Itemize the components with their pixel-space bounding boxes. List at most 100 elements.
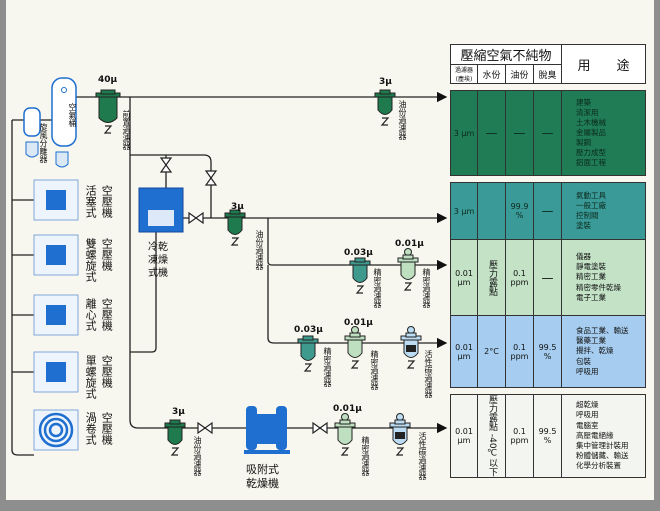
compressor-label: 活塞式空壓機 <box>84 185 113 218</box>
oil-filter-rating: 3μ <box>231 202 244 212</box>
use-item: 建築 <box>576 97 591 107</box>
compressor-type: 單螺旋式 <box>84 355 98 399</box>
precision-filter-label: 精密過濾器 <box>370 350 379 390</box>
use-item: 呼吸用 <box>576 366 599 376</box>
cell-odor: — <box>533 182 562 240</box>
cell-odor: — <box>533 90 562 176</box>
use-item: 集中管理計裝用 <box>576 440 629 450</box>
valve-icon <box>188 211 204 225</box>
oil-filter-drain-icon <box>380 117 390 126</box>
piping-diagram <box>11 77 448 456</box>
compressor-label: 離心式空壓機 <box>84 298 113 331</box>
oil-filter-bowl <box>167 426 183 445</box>
oil-filter-cap <box>169 419 181 425</box>
adsorption-control-icon <box>257 414 276 444</box>
valve-icon <box>159 157 173 173</box>
use-item: 攪拌、乾燥 <box>576 346 614 356</box>
valve-icon <box>204 170 218 186</box>
cell-water: 壓力露點 -40℃以下 <box>477 394 506 478</box>
row-gap <box>451 84 646 91</box>
compressor-label: 雙螺旋式空壓機 <box>84 238 114 282</box>
use-item: 精密零件乾燥 <box>576 282 621 292</box>
impurity-header: 壓縮空氣不純物 <box>450 44 562 65</box>
line-001-carbon <box>267 265 448 349</box>
cell-dust: 0.01 μm <box>450 394 478 478</box>
precision-filter-knob <box>341 413 349 421</box>
cell-odor: — <box>533 239 562 316</box>
pre-filter-label: 前置過濾器 <box>122 110 131 150</box>
cell-water: 2°C <box>477 315 506 388</box>
compressor-label: 渦卷式空壓機 <box>84 412 114 445</box>
oil-filter-bowl <box>377 96 393 115</box>
use-item: 食品工業、輸送 <box>576 326 629 336</box>
use-item: 粉體儲藏、輸送 <box>576 450 629 460</box>
cell-oil: 99.9 % <box>505 182 534 240</box>
cell-oil: 0.1 ppm <box>505 239 534 316</box>
compressor-suffix: 空壓機 <box>100 238 114 271</box>
scroll-icon <box>48 422 64 438</box>
cell-dust: 0.01 μm <box>450 315 478 388</box>
pre-filter-rating: 40μ <box>98 75 118 85</box>
table-header-row: 壓縮空氣不純物 用 途 <box>450 44 646 84</box>
row-gap <box>451 176 646 183</box>
carbon-filter-drain-icon <box>395 447 405 456</box>
filter-rating: 0.01μ <box>344 318 373 328</box>
cell-oil: — <box>505 90 534 176</box>
use-item: 精密工業 <box>576 272 606 282</box>
cell-dust: 0.01 μm <box>450 239 478 316</box>
use-item: 超乾燥 <box>576 400 599 410</box>
refrig-dryer-line: 凍燥 <box>148 255 168 266</box>
compressor-type: 渦卷式 <box>84 412 98 445</box>
cell-oil: 0.1 ppm <box>505 394 534 478</box>
col-water: 水份 <box>477 64 506 84</box>
carbon-filter-knob <box>396 413 404 421</box>
compressor-type: 離心式 <box>84 298 98 331</box>
precision-filter-knob <box>404 248 412 256</box>
compressor-suffix: 空壓機 <box>100 355 114 388</box>
use-item: 高壓電絕緣 <box>576 430 614 440</box>
pipes <box>11 91 448 456</box>
compressor-icon <box>46 305 66 325</box>
use-item: 土木機械 <box>576 117 606 127</box>
cell-uses: 儀器靜電塗裝精密工業精密零件乾燥電子工業 <box>561 239 646 316</box>
precision-filter-cap <box>302 335 314 341</box>
compressor-suffix: 空壓機 <box>100 412 114 445</box>
dryer-drain-line <box>130 230 157 353</box>
compressor-type: 活塞式 <box>84 185 98 218</box>
filter-rating: 0.01μ <box>333 404 362 414</box>
precision-filter-label: 精密過濾器 <box>373 268 382 308</box>
precision-filter-cap <box>354 257 366 263</box>
pre-filter-drain-icon <box>103 125 113 134</box>
adsorption-dryer-line: 吸附式 <box>246 463 279 476</box>
precision-filter-bowl <box>352 264 368 283</box>
oil-filter-drain-icon <box>230 237 240 246</box>
use-item: 鋁面工程 <box>576 158 606 168</box>
cell-water: 壓力露點 <box>477 239 506 316</box>
precision-filter-drain-icon <box>350 360 360 369</box>
valve-icon <box>312 421 328 435</box>
refrig-dryer-line: 冷乾 <box>148 242 168 253</box>
refrig-dryer-label: 冷乾 凍燥 式機 <box>148 241 168 280</box>
use-item: 儀器 <box>576 252 591 262</box>
carbon-filter-cap <box>405 332 417 338</box>
compressor-bus <box>11 120 34 456</box>
adsorption-line <box>129 97 448 434</box>
filter-rating: 0.03μ <box>344 248 373 258</box>
use-item: 包裝 <box>576 356 591 366</box>
cell-uses: 建築清潔用土木機械金屬製品製鋼壓力成型鋁面工程 <box>561 90 646 176</box>
precision-filter-bowl <box>347 339 363 358</box>
pre-filter-bowl <box>98 96 118 123</box>
precision-filter-bowl <box>300 342 316 361</box>
oil-filter-drain-icon <box>170 447 180 456</box>
air-tank-icon <box>51 77 77 147</box>
bypass-line <box>130 154 212 218</box>
precision-filter-drain-icon <box>303 363 313 372</box>
compressor-type: 雙螺旋式 <box>84 238 98 282</box>
precision-filter-label: 精密過濾器 <box>422 268 431 308</box>
refrig-dryer-line: 式機 <box>148 268 168 279</box>
carbon-filter-label: 活性碳過濾器 <box>418 432 427 480</box>
valve-icon <box>197 421 213 435</box>
precision-filter-bowl <box>400 261 416 280</box>
